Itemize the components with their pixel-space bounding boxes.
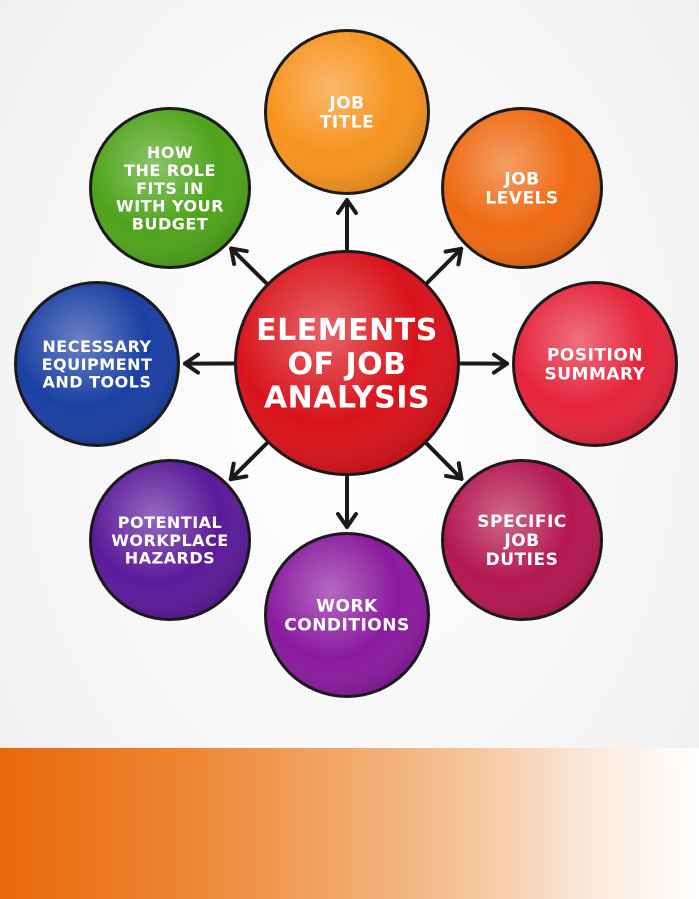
center-label-line-3: ANALYSIS	[264, 380, 430, 415]
node-necessary-equipment-and-tools-label-line-2: EQUIPMENT	[42, 355, 153, 374]
arrow-to-necessary-equipment-and-tools	[182, 352, 236, 375]
node-potential-workplace-hazards-label-line-1: POTENTIAL	[118, 513, 223, 532]
connector-arrows	[182, 198, 510, 529]
arrow-to-job-title	[336, 198, 358, 251]
arrow-to-job-levels	[425, 246, 464, 285]
node-potential-workplace-hazards-label-line-2: WORKPLACE	[111, 531, 228, 550]
node-necessary-equipment-and-tools-label-line-1: NECESSARY	[42, 337, 151, 356]
outer-nodes: JOBTITLEJOBLEVELSPOSITIONSUMMARYSPECIFIC…	[14, 29, 678, 698]
node-job-levels-label-line-1: JOB	[503, 170, 539, 190]
node-how-the-role-fits-in-with-your-budget-label-line-5: BUDGET	[132, 215, 208, 234]
node-how-the-role-fits-in-with-your-budget-label-line-4: WITH YOUR	[116, 197, 224, 216]
node-job-title-label-line-1: JOB	[328, 94, 364, 114]
node-necessary-equipment-and-tools-label-line-3: AND TOOLS	[43, 373, 152, 392]
node-how-the-role-fits-in-with-your-budget-label-line-3: FITS IN	[136, 179, 204, 198]
node-specific-job-duties-label-line-2: JOB	[503, 531, 539, 551]
arrow-to-potential-workplace-hazards	[228, 441, 269, 482]
arrow-to-work-conditions	[336, 475, 358, 529]
arrow-to-specific-job-duties	[425, 442, 464, 481]
node-position-summary-label-line-2: SUMMARY	[544, 365, 645, 385]
node-work-conditions-label-line-2: CONDITIONS	[284, 616, 409, 636]
arrow-to-how-the-role-fits-in-with-your-budget	[229, 246, 268, 285]
node-position-summary-label-line-1: POSITION	[547, 346, 643, 366]
center-label-line-2: OF JOB	[288, 347, 407, 382]
node-job-title-label-line-2: TITLE	[320, 113, 374, 133]
node-specific-job-duties-label-line-1: SPECIFIC	[477, 512, 567, 532]
node-how-the-role-fits-in-with-your-budget-label-line-2: THE ROLE	[124, 161, 216, 180]
arrow-to-position-summary	[458, 352, 510, 375]
center-label-line-1: ELEMENTS	[256, 313, 438, 348]
node-how-the-role-fits-in-with-your-budget-label-line-1: HOW	[147, 143, 193, 162]
orange-gradient-banner	[0, 748, 699, 899]
node-potential-workplace-hazards-label-line-3: HAZARDS	[125, 549, 215, 568]
diagram-svg: JOBTITLEJOBLEVELSPOSITIONSUMMARYSPECIFIC…	[14, 29, 678, 698]
node-specific-job-duties-label-line-3: DUTIES	[486, 550, 559, 570]
node-job-levels-label-line-2: LEVELS	[485, 189, 558, 209]
node-work-conditions-label-line-1: WORK	[316, 597, 378, 617]
